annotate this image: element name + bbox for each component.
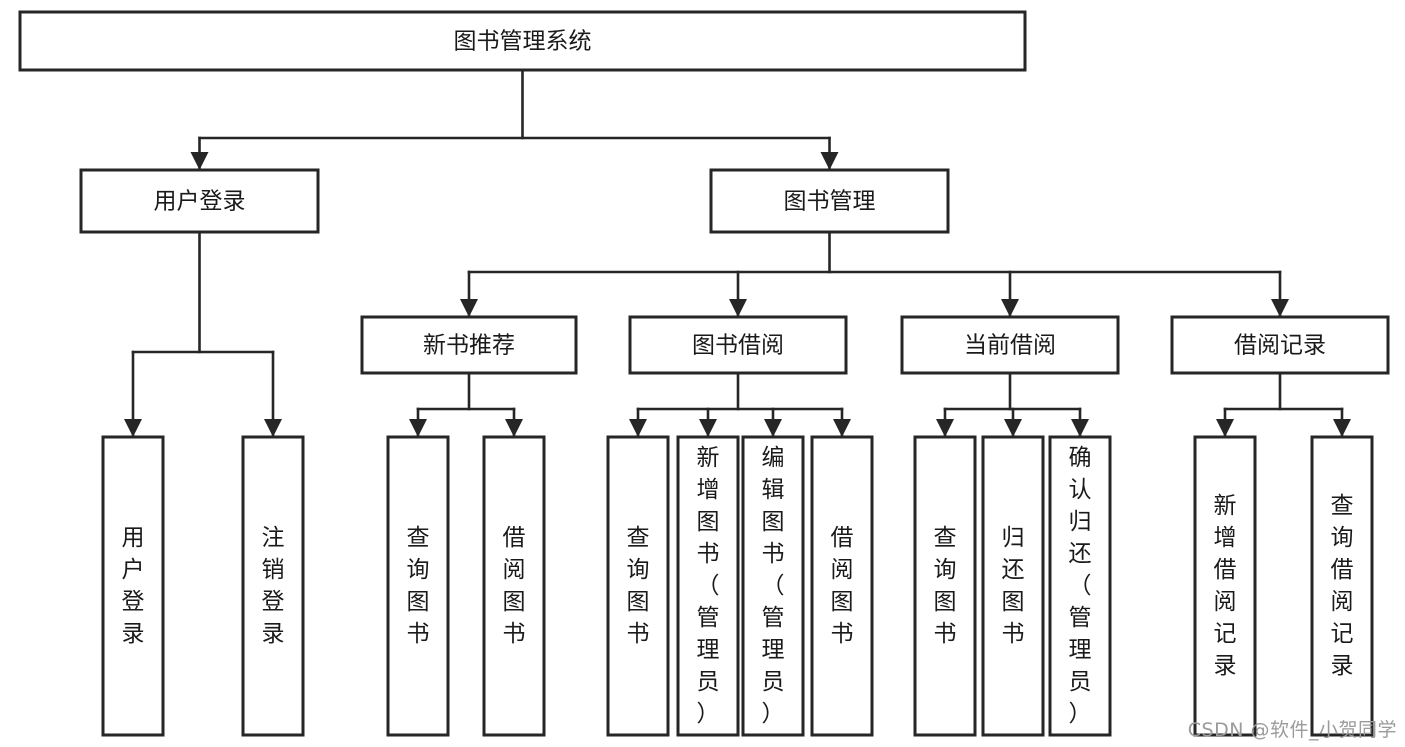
arrow-head-icon [936,419,954,437]
node-user-login[interactable]: 用户登录 [79,168,320,234]
node-box [1170,315,1390,375]
node-bb-add[interactable]: 新增图书（管理员） [676,435,740,737]
connector-group-current-borrow [936,371,1089,438]
connector-group-book-manage [460,230,1289,318]
node-box [900,315,1120,375]
node-label: 查询借阅记录 [1331,493,1354,679]
arrow-head-icon [409,419,427,437]
connector-group-book-borrow [629,371,851,438]
node-box [628,315,848,375]
connector-group-new-book-rec [409,371,523,438]
node-br-add[interactable]: 新增借阅记录 [1193,435,1257,737]
arrow-head-icon [833,419,851,437]
arrow-head-icon [629,419,647,437]
connectors-layer [124,68,1351,438]
node-cb-return[interactable]: 归还图书 [981,435,1045,737]
node-cb-confirm[interactable]: 确认归还（管理员） [1048,435,1112,737]
node-nbr-query[interactable]: 查询图书 [386,435,450,737]
node-label: 借阅图书 [503,525,526,647]
node-label: 归还图书 [1002,525,1025,647]
node-label: 新增图书（管理员） [697,445,720,727]
node-label: 新增借阅记录 [1214,493,1237,679]
node-borrow-record[interactable]: 借阅记录 [1170,315,1390,375]
node-leaf-user-login[interactable]: 用户登录 [101,435,165,737]
node-box [741,435,805,737]
arrow-head-icon [1004,419,1022,437]
node-label: 当前借阅 [964,333,1056,359]
arrow-head-icon [1271,299,1289,317]
nodes-layer: 图书管理系统用户登录图书管理新书推荐图书借阅当前借阅借阅记录用户登录注销登录查询… [18,10,1390,737]
arrow-head-icon [699,419,717,437]
connector-group-root [190,68,839,171]
node-br-query[interactable]: 查询借阅记录 [1310,435,1374,737]
arrow-head-icon [505,419,523,437]
node-label: 图书管理 [784,189,876,215]
node-box [1193,435,1257,737]
watermark-text: CSDN @软件_小贺同学 [1187,719,1397,741]
node-label: 借阅记录 [1234,333,1326,359]
arrow-head-icon [1333,419,1351,437]
node-box [101,435,165,737]
node-label: 新书推荐 [423,333,515,359]
arrow-head-icon [729,299,747,317]
node-nbr-borrow[interactable]: 借阅图书 [482,435,546,737]
node-label: 查询图书 [627,525,650,647]
node-box [981,435,1045,737]
node-box [386,435,450,737]
node-label: 借阅图书 [831,525,854,647]
node-leaf-logout[interactable]: 注销登录 [241,435,305,737]
node-label: 查询图书 [407,525,430,647]
arrow-head-icon [124,419,142,437]
node-label: 查询图书 [934,525,957,647]
arrow-head-icon [1216,419,1234,437]
connector-group-user-login [124,230,282,438]
arrow-head-icon [820,152,839,170]
node-bb-borrow[interactable]: 借阅图书 [810,435,874,737]
node-cb-query[interactable]: 查询图书 [913,435,977,737]
node-box [1048,435,1112,737]
node-box [18,10,1027,72]
node-label: 编辑图书（管理员） [762,445,785,727]
node-label: 确认归还（管理员） [1069,445,1092,727]
node-book-manage[interactable]: 图书管理 [709,168,950,234]
node-book-borrow[interactable]: 图书借阅 [628,315,848,375]
node-box [241,435,305,737]
connector-group-borrow-record [1216,371,1351,438]
node-label: 用户登录 [154,189,246,215]
node-bb-edit[interactable]: 编辑图书（管理员） [741,435,805,737]
node-box [913,435,977,737]
node-box [482,435,546,737]
node-label: 用户登录 [122,525,145,647]
arrow-head-icon [764,419,782,437]
node-box [676,435,740,737]
node-box [606,435,670,737]
node-bb-query[interactable]: 查询图书 [606,435,670,737]
node-current-borrow[interactable]: 当前借阅 [900,315,1120,375]
arrow-head-icon [264,419,282,437]
node-box [810,435,874,737]
node-box [709,168,950,234]
arrow-head-icon [1001,299,1019,317]
node-label: 图书管理系统 [454,29,592,55]
node-root[interactable]: 图书管理系统 [18,10,1027,72]
node-box [360,315,578,375]
arrow-head-icon [190,152,209,170]
arrow-head-icon [460,299,478,317]
arrow-head-icon [1071,419,1089,437]
node-box [1310,435,1374,737]
node-new-book-rec[interactable]: 新书推荐 [360,315,578,375]
node-label: 注销登录 [262,525,285,647]
node-box [79,168,320,234]
node-label: 图书借阅 [692,333,784,359]
